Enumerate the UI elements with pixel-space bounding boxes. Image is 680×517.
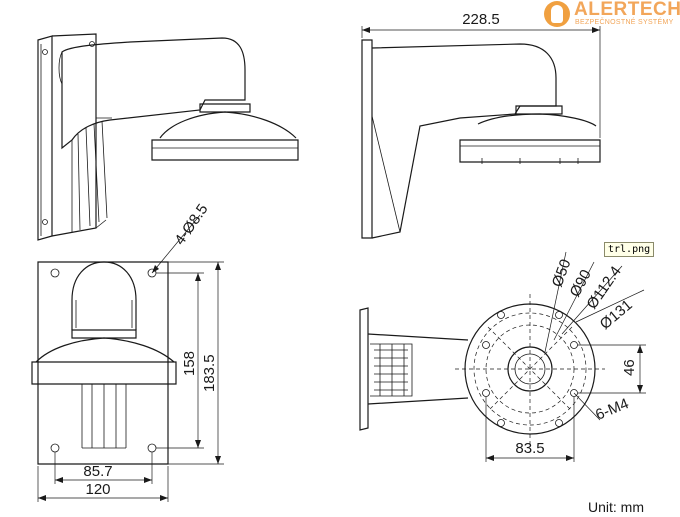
filename-tooltip: trl.png <box>604 242 655 257</box>
isometric-view <box>37 33 299 241</box>
dim-side-width: 228.5 <box>462 11 500 28</box>
dim-hole-spacing-vertical: 158 <box>181 351 198 376</box>
logo-mark-icon <box>544 1 570 27</box>
dim-hole-offset: 46 <box>621 359 638 376</box>
dim-plate-width: 120 <box>85 481 110 498</box>
dim-hole-spacing-horizontal: 85.7 <box>83 463 112 480</box>
dim-plate-height-outer: 183.5 <box>201 354 218 392</box>
brand-logo: ALERTECH BEZPEČNOSTNÉ SYSTÉMY <box>544 0 680 29</box>
dim-mount-holes: 6-M4 <box>593 395 631 424</box>
unit-label: Unit: mm <box>588 499 644 515</box>
flange-view: Ø50 Ø90 Ø112.4 Ø131 46 6-M4 83.5 <box>359 251 646 462</box>
front-view: 4-Ø8.5 183.5 158 85.7 120 <box>31 201 224 502</box>
dim-hole-pitch: 83.5 <box>515 440 544 457</box>
logo-tagline: BEZPEČNOSTNÉ SYSTÉMY <box>575 19 674 26</box>
logo-name: ALERTECH <box>574 0 680 20</box>
dim-hole-spec: 4-Ø8.5 <box>171 201 211 248</box>
side-view: 228.5 <box>361 11 601 239</box>
